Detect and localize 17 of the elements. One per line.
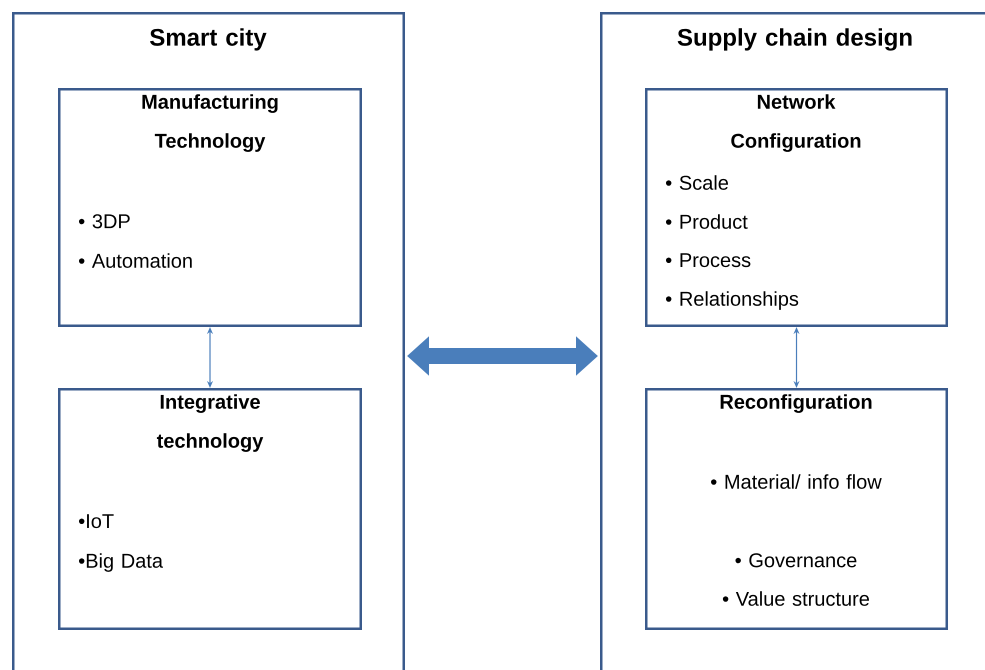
panel-title: Supply chain design (678, 28, 912, 51)
bullet-item: • Material/ info flow (711, 474, 882, 489)
bullet-item: • Scale (666, 175, 728, 190)
bullet-item: • Process (666, 253, 750, 268)
box-heading: Integrative technology (156, 394, 264, 452)
bullet-item: •Big Data (78, 553, 163, 572)
bullet-item: • Governance (735, 553, 856, 568)
box-heading: Manufacturing Technology (142, 94, 278, 152)
bullet-item: • Automation (78, 253, 192, 268)
panel-title: Smart city (150, 28, 267, 51)
box-heading: Network Configuration (731, 94, 860, 152)
bullet-item: • Value structure (722, 591, 869, 606)
box-heading: Reconfiguration (720, 394, 872, 413)
bullet-item: • 3DP (78, 214, 130, 228)
bullet-item: • Product (666, 214, 748, 229)
bullet-item: •IoT (78, 514, 114, 528)
bullet-item: • Relationships (666, 291, 798, 310)
